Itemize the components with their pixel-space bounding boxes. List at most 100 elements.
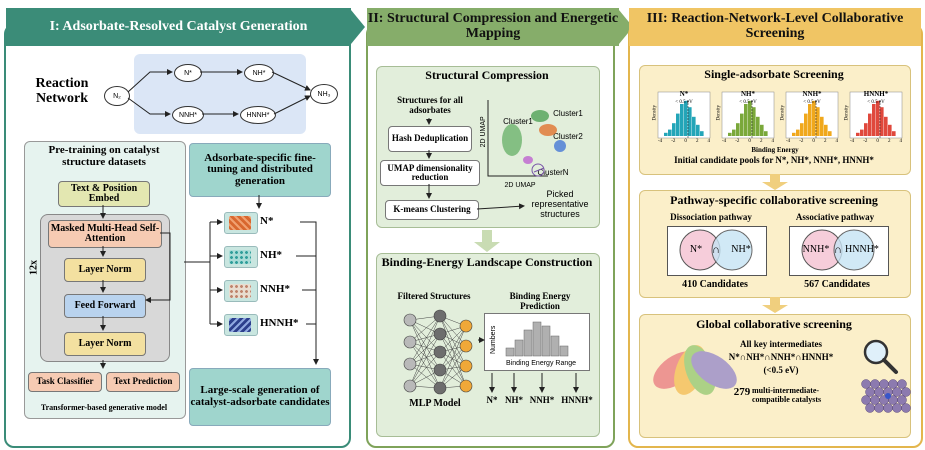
compression-title: Structural Compression xyxy=(425,68,549,82)
cluster-label-2: Cluster2 xyxy=(553,132,583,141)
attention-box: Masked Multi-Head Self-Attention xyxy=(48,220,162,248)
hist-tick: -4 xyxy=(722,139,727,144)
picked-label: Picked representative structures xyxy=(531,189,589,219)
reaction-network-label: Reaction Network xyxy=(35,76,89,107)
feed-forward-box: Feed Forward xyxy=(64,294,146,318)
output-hnnh: HNNH* xyxy=(561,395,593,405)
hash-box: Hash Deduplication xyxy=(388,126,472,152)
species-n2: N₂ xyxy=(104,86,130,106)
embed-box: Text & Position Embed xyxy=(58,181,150,207)
output-n: N* xyxy=(486,395,498,405)
species-nh3: NH₃ xyxy=(310,84,338,104)
hist-density: Density xyxy=(780,104,786,121)
venn-left-b: NH* xyxy=(731,244,751,255)
hist-ticks: -4 -2 0 2 4 xyxy=(786,139,838,145)
hist-threshold: < 0.5 eV xyxy=(739,100,757,105)
hist-tick: -2 xyxy=(799,139,804,144)
cluster-label-1a: Cluster1 xyxy=(503,117,533,126)
final-text: multi-intermediate-compatible catalysts xyxy=(752,386,822,404)
global-box xyxy=(639,314,911,438)
adsorbate-tile-n xyxy=(224,212,258,234)
hist-threshold: < 0.5 eV xyxy=(675,100,693,105)
hist-threshold: < 0.5 eV xyxy=(867,100,885,105)
hist-tick: 4 xyxy=(835,139,838,144)
hist-tick: 0 xyxy=(876,139,879,144)
venn-right-b: HNNH* xyxy=(845,244,879,255)
layer-norm-2: Layer Norm xyxy=(64,332,146,356)
key-intermediates: All key intermediates xyxy=(740,339,822,349)
text-prediction-box: Text Prediction xyxy=(106,372,180,392)
hist-tick: 2 xyxy=(759,139,763,144)
venn-left-a: N* xyxy=(689,244,703,255)
hist-ticks: -4 -2 0 2 4 xyxy=(722,139,774,145)
prediction-label: Binding Energy Prediction xyxy=(509,291,571,311)
umap-y-label: 2D UMAP xyxy=(480,116,488,148)
venn-right-cap: ∩ xyxy=(834,244,842,256)
intersection-formula: N*∩NH*∩NNH*∩HNNH* xyxy=(728,352,834,362)
landscape-title: Binding-Energy Landscape Construction xyxy=(381,255,593,269)
panel1-title: I: Adsorbate-Resolved Catalyst Generatio… xyxy=(6,8,351,46)
adsorbate-tile-nh xyxy=(224,246,258,268)
range-label: Binding Energy Range xyxy=(505,360,577,367)
hist-tick: 0 xyxy=(812,139,815,144)
venn-left-cap: ∩ xyxy=(712,244,720,256)
large-scale-box: Large-scale generation of catalyst-adsor… xyxy=(189,368,331,426)
threshold-label: (<0.5 eV) xyxy=(763,365,799,375)
hist-tick: 0 xyxy=(748,139,751,144)
hist-tick: 4 xyxy=(771,139,774,144)
hist-title: NH* xyxy=(741,90,755,98)
hist-density: Density xyxy=(716,104,722,121)
hist-tick: 2 xyxy=(887,139,891,144)
mlp-label: MLP Model xyxy=(409,398,461,409)
panel1-title-arrow xyxy=(351,10,365,44)
numbers-label: Numbers xyxy=(490,325,498,355)
hist-tick: 4 xyxy=(899,139,902,144)
adsorbate-label-nnh: NNH* xyxy=(260,283,290,295)
repeat-label: 12x xyxy=(28,260,40,275)
panel3-title: III: Reaction-Network-Level Collaborativ… xyxy=(629,8,921,46)
crystal-orange xyxy=(229,216,251,230)
final-count: 279 xyxy=(733,386,751,398)
hist-tick: -2 xyxy=(735,139,740,144)
crystal-teal xyxy=(229,250,251,264)
finetune-box: Adsorbate-specific fine-tuning and distr… xyxy=(189,143,331,197)
umap-x-label: 2D UMAP xyxy=(504,182,536,189)
hist-tick: 4 xyxy=(707,139,710,144)
species-nh: NH* xyxy=(244,64,274,82)
hist-tick: -4 xyxy=(786,139,791,144)
output-nh: NH* xyxy=(505,395,523,405)
pools-label: Initial candidate pools for N*, NH*, NNH… xyxy=(674,155,874,165)
adsorbate-tile-nnh xyxy=(224,280,258,302)
pathway-title: Pathway-specific collaborative screening xyxy=(670,193,878,207)
pretrain-title: Pre-training on catalyst structure datas… xyxy=(48,144,160,169)
task-classifier-box: Task Classifier xyxy=(28,372,102,392)
hist-tick: -4 xyxy=(850,139,855,144)
species-nnh: NNH* xyxy=(172,106,204,124)
hist-ticks: -4 -2 0 2 4 xyxy=(658,139,710,145)
hist-tick: 2 xyxy=(695,139,699,144)
structures-label: Structures for all adsorbates xyxy=(397,95,463,115)
hist-density: Density xyxy=(652,104,658,121)
kmeans-box: K-means Clustering xyxy=(385,200,479,220)
hist-tick: 2 xyxy=(823,139,827,144)
single-title: Single-adsorbate Screening xyxy=(704,67,844,81)
hist-title: NNH* xyxy=(802,90,822,98)
hist-tick: -2 xyxy=(671,139,676,144)
cluster-label-n: ClusterN xyxy=(537,168,569,177)
adsorbate-label-n: N* xyxy=(260,215,274,227)
filtered-label: Filtered Structures xyxy=(397,291,471,301)
species-n: N* xyxy=(174,64,202,82)
species-hnnh: HNNH* xyxy=(240,106,276,124)
binding-energy-label: Binding Energy xyxy=(751,146,799,154)
hist-tick: -4 xyxy=(658,139,663,144)
adsorbate-label-nh: NH* xyxy=(260,249,282,261)
reaction-network-bg xyxy=(134,54,306,134)
associative-count: 567 Candidates xyxy=(804,279,870,290)
associative-label: Associative pathway xyxy=(795,212,875,222)
hist-title: HNNH* xyxy=(863,90,889,98)
hist-density: Density xyxy=(844,104,850,121)
crystal-blue xyxy=(229,318,251,332)
adsorbate-tile-hnnh xyxy=(224,314,258,336)
hist-tick: 0 xyxy=(684,139,687,144)
